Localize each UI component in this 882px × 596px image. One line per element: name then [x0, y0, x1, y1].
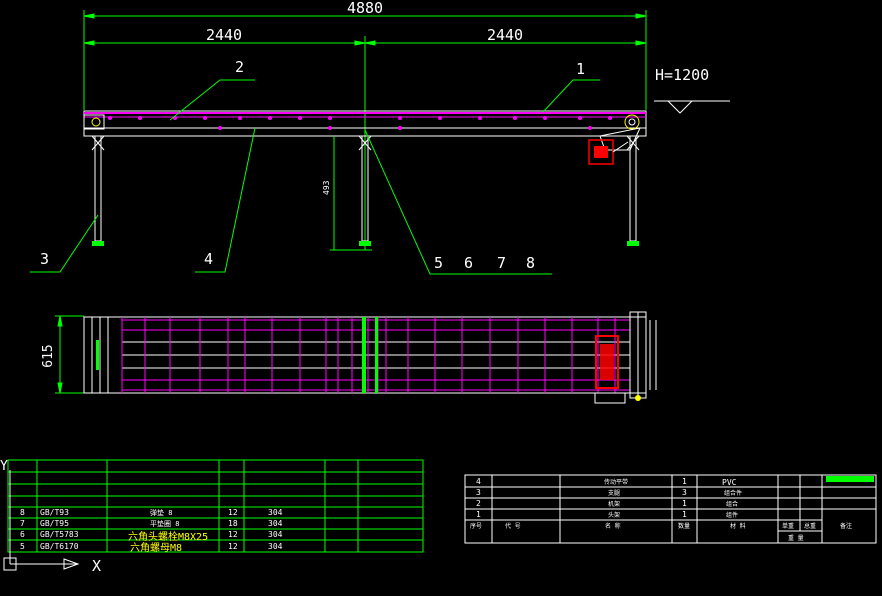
- bom-left-row-6: 6 GB/T5783 六角头螺栓M8X25 12 304: [20, 530, 283, 543]
- bom-left-no: 6: [20, 530, 25, 539]
- callout-8: 8: [526, 254, 535, 272]
- bom-left-mat: 304: [268, 530, 283, 539]
- bom-right-row-2: 2 机架 1 组合: [476, 499, 738, 508]
- callout-2: 2: [235, 58, 244, 76]
- bom-left-name: 六角头螺栓M8X25: [128, 530, 208, 543]
- bom-right-qty: 3: [682, 488, 687, 497]
- bom-right-mat: 组件: [726, 511, 738, 519]
- bom-right-mat: PVC: [722, 478, 737, 487]
- bom-right-header-qty: 数量: [678, 522, 690, 530]
- bom-left-std: GB/T6170: [40, 542, 79, 551]
- bom-right-no: 2: [476, 499, 481, 508]
- bom-right-header-mat: 材 料: [730, 522, 746, 530]
- dimension-half-left-label: 2440: [206, 26, 242, 44]
- bom-right-header-unit-weight: 单重: [782, 522, 794, 530]
- bom-right-row-1: 1 头架 1 组件: [476, 510, 738, 519]
- bom-right-header-code: 代 号: [505, 522, 521, 530]
- dimension-overall: [83, 10, 647, 110]
- bom-left-no: 5: [20, 542, 25, 551]
- bom-left-std: GB/T95: [40, 519, 69, 528]
- bom-right-stamp: [826, 476, 874, 482]
- bom-right-name: 头架: [608, 511, 620, 519]
- callout-leaders: [30, 79, 600, 275]
- bom-right-no: 4: [476, 477, 481, 486]
- bom-left-no: 7: [20, 519, 25, 528]
- bom-right-grid: [464, 474, 877, 544]
- bom-right-header-weight: 重 量: [788, 534, 804, 542]
- height-level-symbol: [654, 100, 730, 114]
- bom-right-name: 机架: [608, 500, 620, 508]
- bom-right-header: 序号 代 号 名 称 数量 材 料 单重 总重 重 量 备注: [470, 522, 852, 542]
- ucs-x-label: X: [92, 557, 101, 575]
- bom-right-mat: 组合: [726, 500, 738, 508]
- bom-left-mat: 304: [268, 542, 283, 551]
- bom-right-qty: 1: [682, 477, 687, 486]
- bom-right-row-4: 4 传动平带 1 PVC: [476, 477, 737, 487]
- ucs-y-label: Y: [0, 459, 8, 474]
- bom-left-qty: 18: [228, 519, 238, 528]
- width-dimension-label: 615: [41, 344, 56, 367]
- bom-left-name: 六角螺母M8: [130, 542, 182, 554]
- plan-view: 615: [41, 311, 657, 404]
- bom-left-name: 弹垫 8: [150, 508, 172, 517]
- bom-right-no: 1: [476, 510, 481, 519]
- bom-left-no: 8: [20, 508, 25, 517]
- callout-3: 3: [40, 250, 49, 268]
- bom-right-header-name: 名 称: [605, 522, 621, 530]
- bom-right-no: 3: [476, 488, 481, 497]
- bom-right-qty: 1: [682, 510, 687, 519]
- bom-right-header-no: 序号: [470, 522, 482, 530]
- bom-left-row-8: 8 GB/T93 弹垫 8 12 304: [20, 508, 283, 517]
- height-label: H=1200: [655, 66, 709, 84]
- dimension-overall-label: 4880: [347, 0, 383, 17]
- bom-right-header-remark: 备注: [840, 522, 852, 530]
- bom-left-mat: 304: [268, 519, 283, 528]
- bom-right-qty: 1: [682, 499, 687, 508]
- bom-left-row-7: 7 GB/T95 平垫圈 8 18 304: [20, 519, 283, 528]
- bom-left-qty: 12: [228, 508, 238, 517]
- callout-7: 7: [497, 254, 506, 272]
- callout-1: 1: [576, 60, 585, 78]
- callout-6: 6: [464, 254, 473, 272]
- bom-left-qty: 12: [228, 542, 238, 551]
- leg-dimension-label: 493: [322, 180, 331, 195]
- bom-left-row-5: 5 GB/T6170 六角螺母M8 12 304: [20, 542, 283, 554]
- callout-5: 5: [434, 254, 443, 272]
- bom-left-mat: 304: [268, 508, 283, 517]
- side-view: 493: [83, 110, 647, 251]
- dimension-half-right-label: 2440: [487, 26, 523, 44]
- ucs-axis-icon: [3, 470, 80, 571]
- bom-left-grid: [7, 459, 424, 553]
- bom-left-std: GB/T5783: [40, 530, 79, 539]
- bom-left-std: GB/T93: [40, 508, 69, 517]
- bom-right-row-3: 3 支腿 3 组合件: [476, 488, 742, 497]
- bom-left-name: 平垫圈 8: [150, 519, 179, 528]
- bom-right-name: 支腿: [608, 489, 620, 497]
- callout-4: 4: [204, 250, 213, 268]
- bom-left-qty: 12: [228, 530, 238, 539]
- bom-right-header-total-weight: 总重: [804, 522, 816, 530]
- bom-right-name: 传动平带: [604, 478, 628, 486]
- bom-right-mat: 组合件: [724, 489, 742, 497]
